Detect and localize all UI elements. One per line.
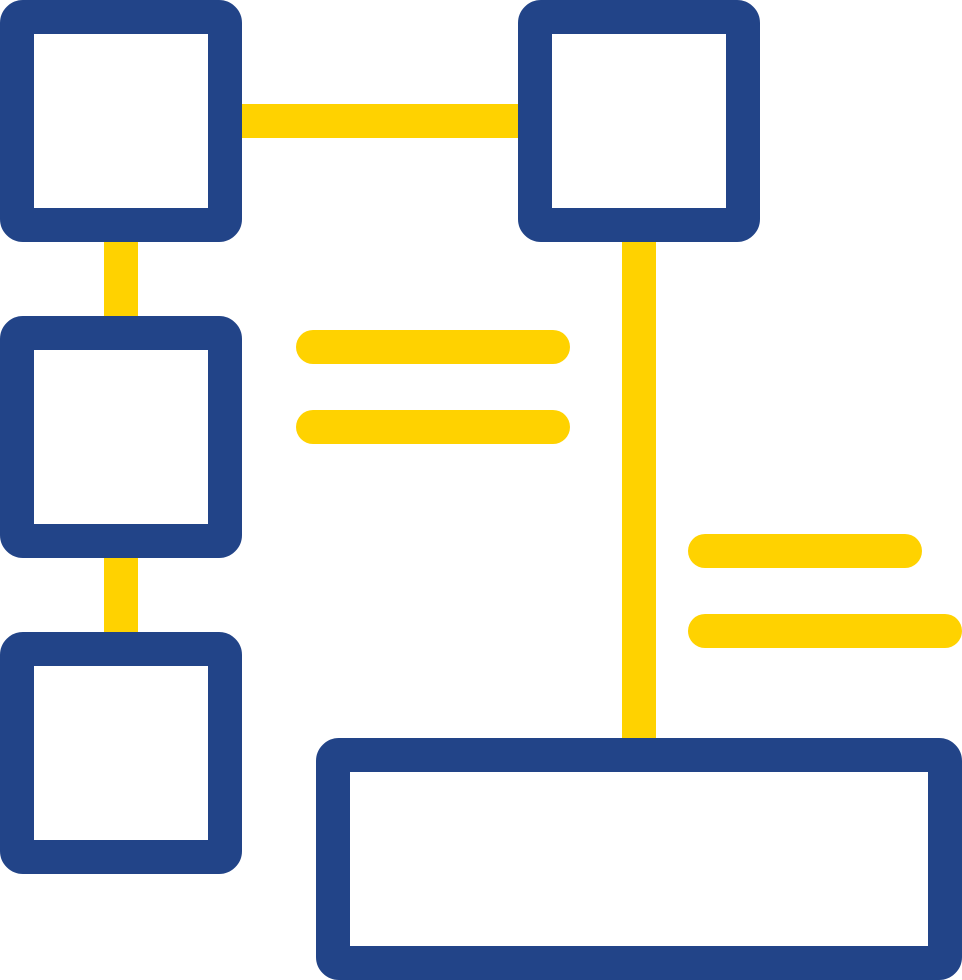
box-top-left xyxy=(0,0,242,242)
box-middle-left xyxy=(0,316,242,558)
box-top-right xyxy=(518,0,760,242)
box-bottom-left xyxy=(0,632,242,874)
connector-lines xyxy=(104,104,656,740)
text-placeholder-lines xyxy=(296,330,962,648)
box-bottom-wide xyxy=(316,738,962,980)
